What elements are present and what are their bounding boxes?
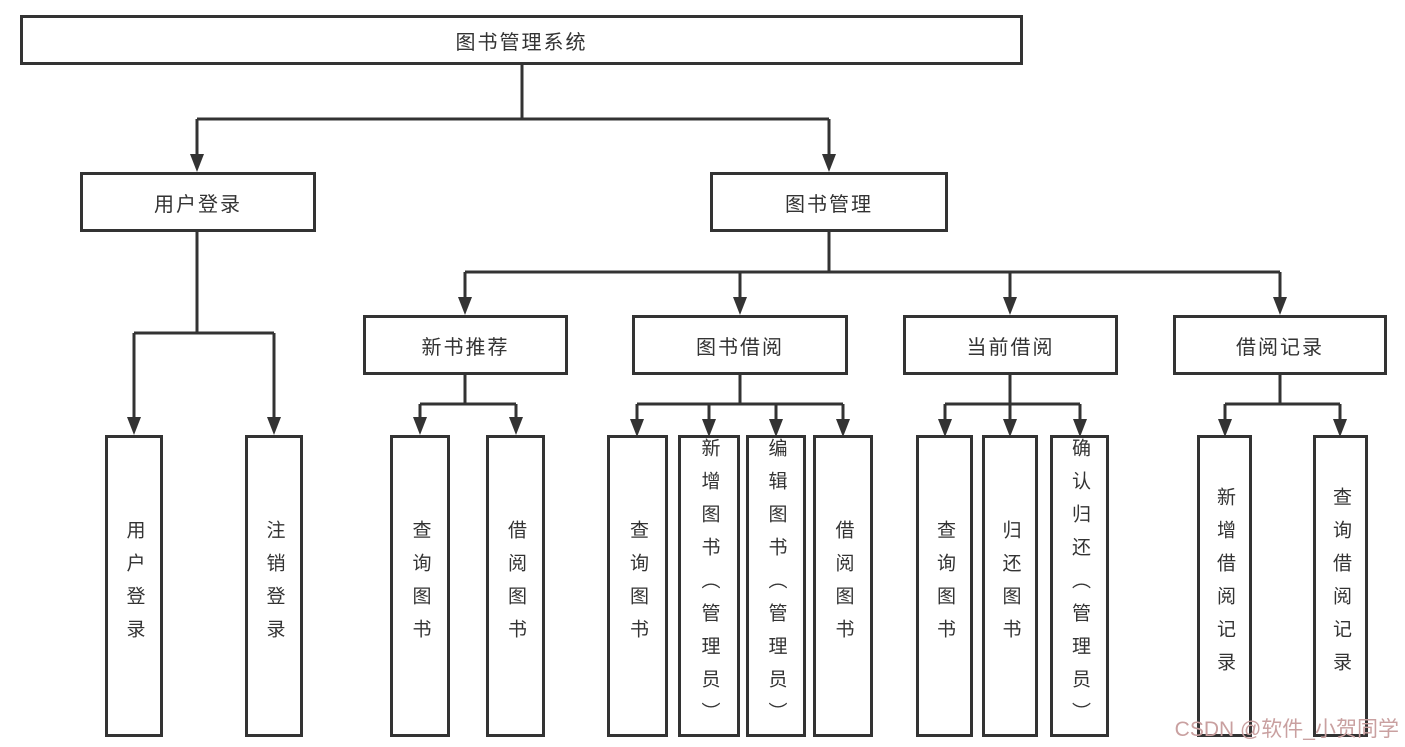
- leaf-current-query-book: 查询图书: [916, 435, 973, 737]
- node-root-label: 图书管理系统: [455, 31, 588, 54]
- leaf-records-query-record: 查询借阅记录: [1313, 435, 1368, 737]
- node-current-borrow-label: 当前借阅: [966, 336, 1055, 359]
- leaf-newbook-query-book: 查询图书: [390, 435, 450, 737]
- leaf-current-query-book-label: 查询图书: [934, 520, 955, 652]
- leaf-newbook-borrow-book: 借阅图书: [486, 435, 545, 737]
- leaf-borrow-edit-book: 编辑图书（管理员）: [746, 435, 806, 737]
- leaf-newbook-borrow-book-label: 借阅图书: [505, 520, 526, 652]
- node-book-borrow-label: 图书借阅: [696, 336, 784, 359]
- leaf-user-login: 用户登录: [105, 435, 163, 737]
- leaf-borrow-edit-book-label: 编辑图书（管理员）: [765, 437, 787, 735]
- leaf-borrow-query-book: 查询图书: [607, 435, 668, 737]
- leaf-records-add-record: 新增借阅记录: [1197, 435, 1252, 737]
- leaf-logout-login: 注销登录: [245, 435, 303, 737]
- node-new-book-recommend: 新书推荐: [363, 315, 568, 375]
- node-borrow-records: 借阅记录: [1173, 315, 1387, 375]
- node-current-borrow: 当前借阅: [903, 315, 1118, 375]
- node-user-login-label: 用户登录: [154, 193, 242, 216]
- leaf-borrow-add-book-label: 新增图书（管理员）: [698, 437, 720, 735]
- leaf-current-confirm-return: 确认归还（管理员）: [1050, 435, 1109, 737]
- leaf-records-query-record-label: 查询借阅记录: [1330, 487, 1351, 685]
- node-new-book-recommend-label: 新书推荐: [421, 336, 510, 359]
- leaf-current-return-book: 归还图书: [982, 435, 1038, 737]
- leaf-current-confirm-return-label: 确认归还（管理员）: [1069, 437, 1090, 735]
- node-user-login: 用户登录: [80, 172, 316, 232]
- leaf-records-add-record-label: 新增借阅记录: [1214, 487, 1235, 685]
- node-book-borrow: 图书借阅: [632, 315, 848, 375]
- node-borrow-records-label: 借阅记录: [1236, 336, 1324, 359]
- leaf-user-login-label: 用户登录: [123, 520, 145, 652]
- node-book-management-label: 图书管理: [785, 193, 873, 216]
- watermark: CSDN @软件_小贺同学: [1174, 718, 1399, 741]
- leaf-borrow-add-book: 新增图书（管理员）: [678, 435, 740, 737]
- leaf-borrow-borrow-book: 借阅图书: [813, 435, 873, 737]
- leaf-borrow-query-book-label: 查询图书: [627, 520, 648, 652]
- leaf-newbook-query-book-label: 查询图书: [409, 520, 431, 652]
- node-book-management: 图书管理: [710, 172, 948, 232]
- leaf-logout-login-label: 注销登录: [263, 520, 285, 652]
- node-root: 图书管理系统: [20, 15, 1023, 65]
- leaf-current-return-book-label: 归还图书: [999, 520, 1021, 652]
- leaf-borrow-borrow-book-label: 借阅图书: [832, 520, 854, 652]
